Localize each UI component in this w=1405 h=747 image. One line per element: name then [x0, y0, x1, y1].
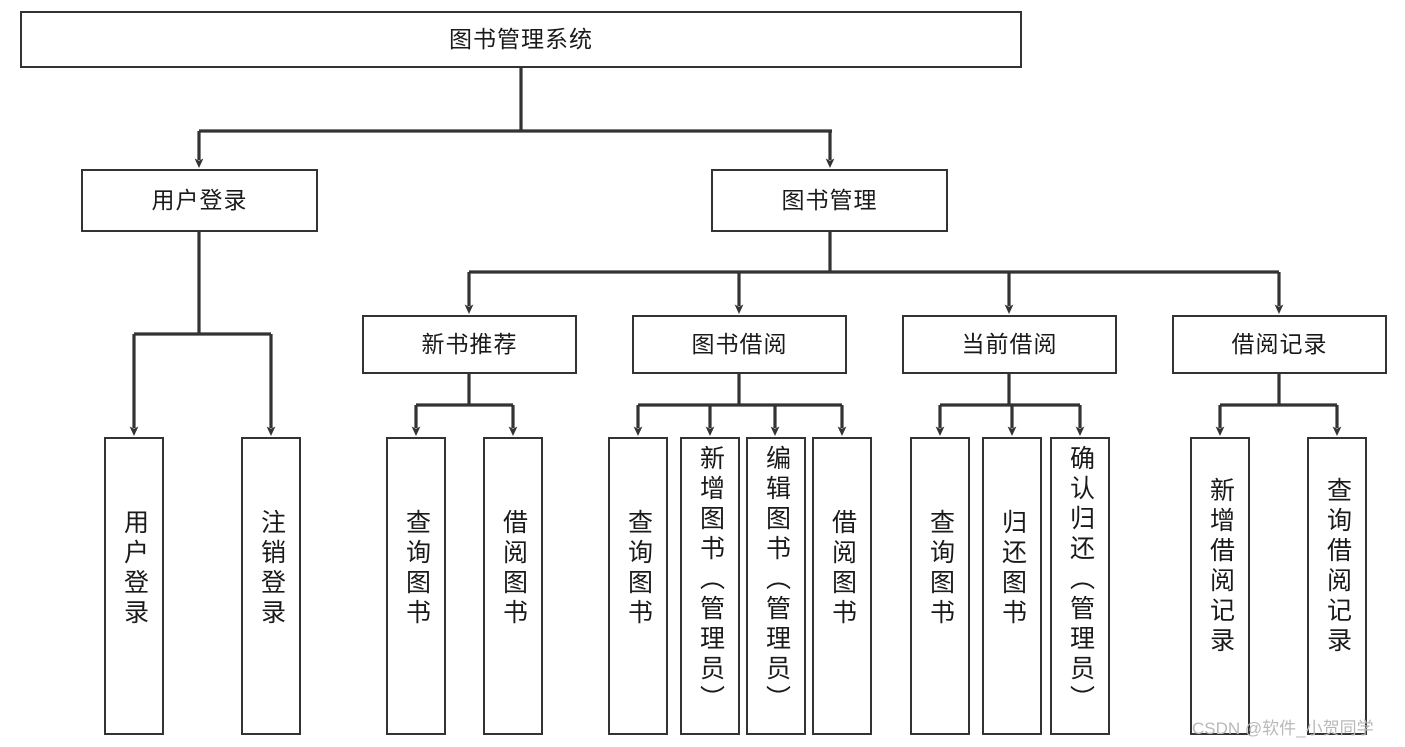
node-label: 图书借阅: [691, 330, 788, 357]
node-label: 新书推荐: [421, 330, 518, 357]
node-new-book-recommend[interactable]: 新书推荐: [362, 315, 577, 374]
leaf-borrow-borrow-book[interactable]: 借阅图书: [812, 437, 872, 735]
leaf-current-confirm-return-admin[interactable]: 确认归还（管理员）: [1050, 437, 1110, 735]
leaf-user-login[interactable]: 用户登录: [104, 437, 164, 735]
node-label: 新增图书（管理员）: [696, 445, 725, 715]
leaf-user-logout[interactable]: 注销登录: [241, 437, 301, 735]
node-label: 查询图书: [624, 509, 653, 629]
node-label: 新增借阅记录: [1206, 477, 1235, 657]
leaf-borrow-edit-book-admin[interactable]: 编辑图书（管理员）: [746, 437, 806, 735]
node-label: 借阅图书: [499, 509, 528, 629]
leaf-borrow-query-book[interactable]: 查询图书: [608, 437, 668, 735]
node-label: 用户登录: [151, 186, 248, 213]
leaf-record-add-borrow-record[interactable]: 新增借阅记录: [1190, 437, 1250, 735]
node-label: 当前借阅: [961, 330, 1058, 357]
node-label: 注销登录: [257, 509, 286, 629]
node-book-manage[interactable]: 图书管理: [711, 169, 948, 232]
leaf-current-return-book[interactable]: 归还图书: [982, 437, 1042, 735]
node-borrow-record[interactable]: 借阅记录: [1172, 315, 1387, 374]
node-label: 查询图书: [926, 509, 955, 629]
leaf-record-query-borrow-record[interactable]: 查询借阅记录: [1307, 437, 1367, 735]
node-label: 借阅图书: [828, 509, 857, 629]
leaf-recommend-query-book[interactable]: 查询图书: [386, 437, 446, 735]
leaf-recommend-borrow-book[interactable]: 借阅图书: [483, 437, 543, 735]
node-label: 确认归还（管理员）: [1066, 445, 1095, 715]
node-root-system[interactable]: 图书管理系统: [20, 11, 1022, 68]
leaf-current-query-book[interactable]: 查询图书: [910, 437, 970, 735]
csdn-watermark: CSDN @软件_小贺同学: [1192, 719, 1374, 738]
node-label: 图书管理: [781, 186, 878, 213]
node-label: 用户登录: [120, 509, 149, 629]
node-user-login[interactable]: 用户登录: [81, 169, 318, 232]
node-label: 图书管理系统: [449, 25, 593, 52]
node-book-borrow[interactable]: 图书借阅: [632, 315, 847, 374]
leaf-borrow-add-book-admin[interactable]: 新增图书（管理员）: [680, 437, 740, 735]
node-label: 借阅记录: [1231, 330, 1328, 357]
node-label: 查询图书: [402, 509, 431, 629]
node-label: 编辑图书（管理员）: [762, 445, 791, 715]
node-label: 归还图书: [998, 509, 1027, 629]
node-label: 查询借阅记录: [1323, 477, 1352, 657]
node-current-borrow[interactable]: 当前借阅: [902, 315, 1117, 374]
